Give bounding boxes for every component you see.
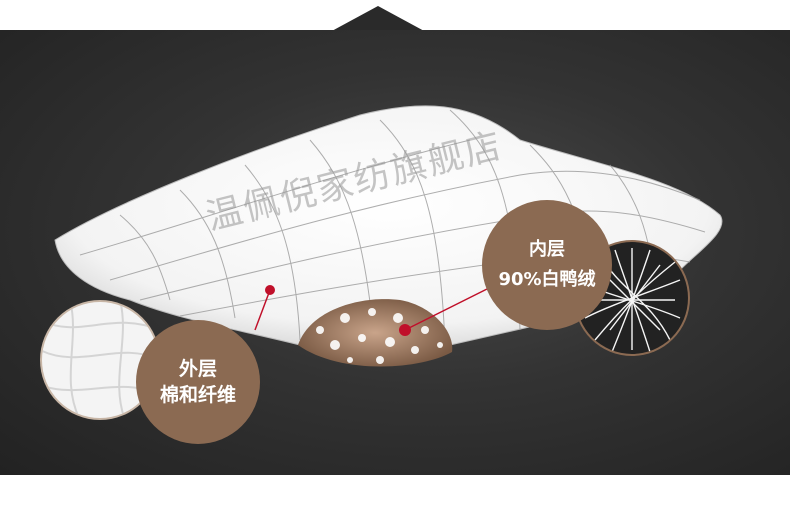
inner-layer-label: 内层 90%白鸭绒 xyxy=(482,200,612,330)
top-notch xyxy=(330,6,426,32)
inner-layer-title: 内层 xyxy=(529,239,565,260)
outer-layer-label: 外层 棉和纤维 xyxy=(136,320,260,444)
outer-layer-material: 棉和纤维 xyxy=(159,384,236,406)
outer-pointer-dot xyxy=(265,285,275,295)
inner-pointer-dot xyxy=(399,324,411,336)
outer-layer-title: 外层 xyxy=(178,358,217,380)
inner-layer-material: 90%白鸭绒 xyxy=(498,269,596,290)
down-fill-cutaway xyxy=(298,299,453,367)
pointer-markers xyxy=(254,284,496,336)
